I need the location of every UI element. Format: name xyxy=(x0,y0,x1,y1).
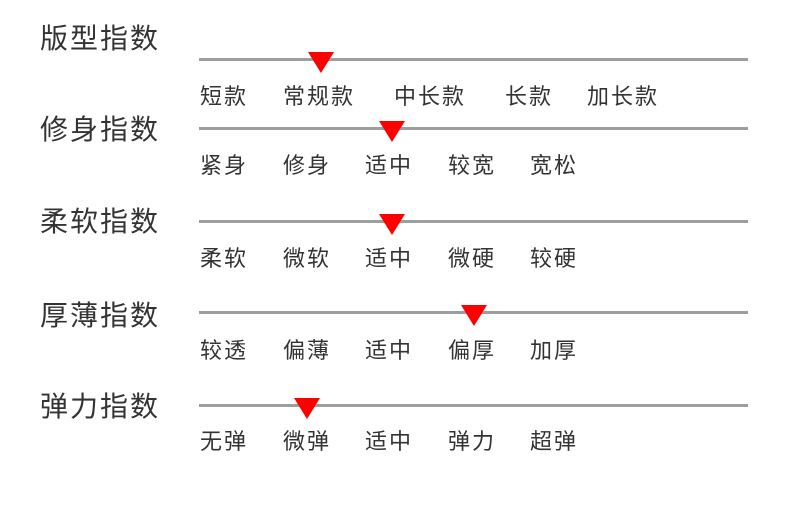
option-label: 微弹 xyxy=(283,430,332,455)
selected-marker-icon xyxy=(308,52,334,73)
option-label: 常规款 xyxy=(283,85,356,110)
option-label: 加长款 xyxy=(587,85,660,110)
selected-marker-icon xyxy=(461,305,487,326)
selected-marker-icon xyxy=(294,398,320,419)
option-label: 短款 xyxy=(200,85,249,110)
option-label: 偏厚 xyxy=(448,339,497,364)
index-title: 修身指数 xyxy=(40,113,161,146)
option-label: 较宽 xyxy=(448,154,497,179)
option-label: 弹力 xyxy=(448,430,497,455)
selected-marker-icon xyxy=(379,214,405,235)
option-label: 紧身 xyxy=(200,154,249,179)
option-label: 长款 xyxy=(505,85,554,110)
option-label: 适中 xyxy=(365,154,414,179)
option-label: 微软 xyxy=(283,247,332,272)
index-row-slim: 修身指数 紧身 修身 适中 较宽 宽松 xyxy=(0,112,790,202)
index-row-fit: 版型指数 短款 常规款 中长款 长款 加长款 xyxy=(0,21,790,111)
index-row-thickness: 厚薄指数 较透 偏薄 适中 偏厚 加厚 xyxy=(0,298,790,388)
option-label: 微硬 xyxy=(448,247,497,272)
option-label: 较透 xyxy=(200,339,249,364)
index-title: 弹力指数 xyxy=(40,390,161,423)
index-row-softness: 柔软指数 柔软 微软 适中 微硬 较硬 xyxy=(0,204,790,294)
option-label: 适中 xyxy=(365,339,414,364)
option-label: 适中 xyxy=(365,247,414,272)
option-label: 较硬 xyxy=(530,247,579,272)
option-label: 无弹 xyxy=(200,430,249,455)
option-label: 中长款 xyxy=(394,85,467,110)
index-title: 柔软指数 xyxy=(40,205,161,238)
option-label: 加厚 xyxy=(530,339,579,364)
selected-marker-icon xyxy=(379,121,405,142)
scale-line xyxy=(199,58,748,61)
option-label: 修身 xyxy=(283,154,332,179)
option-label: 超弹 xyxy=(530,430,579,455)
scale-line xyxy=(199,220,748,223)
scale-line xyxy=(199,127,748,130)
option-label: 柔软 xyxy=(200,247,249,272)
option-label: 宽松 xyxy=(530,154,579,179)
scale-line xyxy=(199,404,748,407)
option-label: 适中 xyxy=(365,430,414,455)
index-title: 版型指数 xyxy=(40,22,161,55)
index-row-elasticity: 弹力指数 无弹 微弹 适中 弹力 超弹 xyxy=(0,389,790,479)
index-title: 厚薄指数 xyxy=(40,299,161,332)
option-label: 偏薄 xyxy=(283,339,332,364)
